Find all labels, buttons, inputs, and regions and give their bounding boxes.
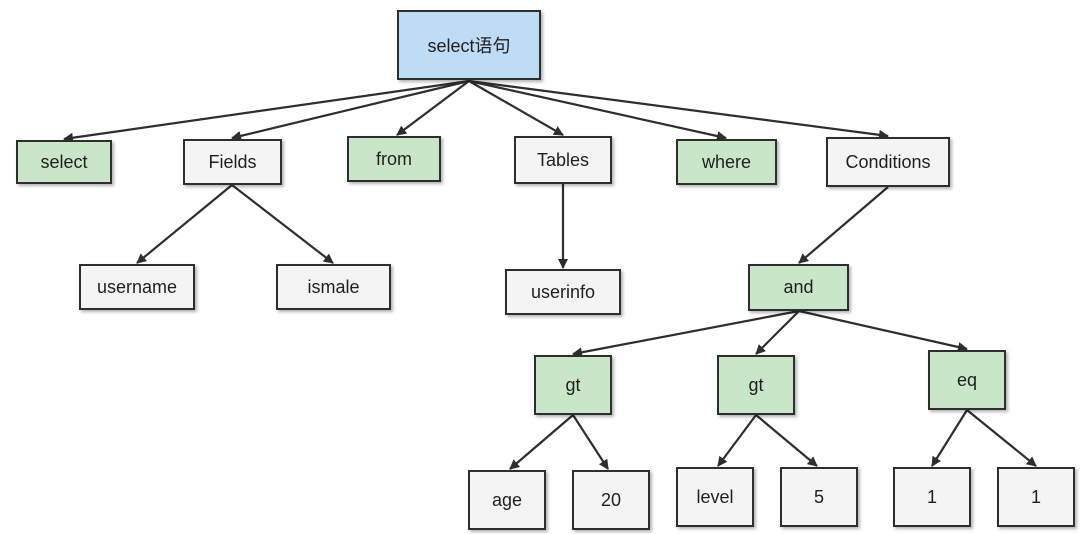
- node-operand-20-label: 20: [600, 489, 622, 510]
- node-gt-1-label: gt: [565, 374, 581, 395]
- edge-root-from: [396, 80, 470, 136]
- edge-and-gt1: [572, 309, 800, 358]
- node-operand-5-label: 5: [813, 486, 824, 507]
- node-eq-operator: eq: [928, 350, 1006, 410]
- node-operand-1-right-label: 1: [1030, 486, 1041, 507]
- edge-eq-1a: [931, 409, 968, 467]
- edge-and-gt2: [755, 310, 800, 355]
- edge-fields-username: [136, 184, 233, 264]
- node-where-keyword: where: [676, 139, 777, 185]
- edge-gt1-age: [509, 414, 574, 470]
- root-node-select-statement: select语句: [397, 10, 541, 80]
- edge-eq-1b: [966, 409, 1037, 467]
- node-where-label: where: [701, 151, 752, 172]
- node-operand-1-left: 1: [893, 467, 971, 527]
- node-operand-age-label: age: [491, 489, 523, 510]
- node-fields: Fields: [183, 139, 282, 185]
- node-table-userinfo: userinfo: [505, 269, 621, 315]
- node-table-userinfo-label: userinfo: [530, 281, 596, 302]
- node-and-label: and: [783, 277, 814, 297]
- edge-root-conditions: [468, 79, 889, 140]
- node-operand-20: 20: [572, 470, 650, 530]
- node-select-label: select: [40, 151, 88, 172]
- node-fields-label: Fields: [208, 151, 257, 172]
- node-field-username: username: [79, 264, 195, 310]
- node-eq-label: eq: [956, 369, 978, 390]
- node-operand-1-left-label: 1: [926, 486, 937, 507]
- edge-root-fields: [231, 79, 470, 141]
- node-and-operator: and: [748, 264, 849, 311]
- edge-root-tables: [468, 80, 564, 136]
- node-gt-operator-1: gt: [534, 355, 612, 415]
- node-from-keyword: from: [347, 136, 441, 182]
- node-conditions: Conditions: [826, 137, 950, 187]
- edge-root-where: [468, 79, 727, 141]
- edge-gt1-20: [572, 414, 609, 470]
- edge-root-select: [63, 79, 470, 143]
- edge-fields-ismale: [231, 184, 334, 264]
- node-tables: Tables: [514, 136, 612, 184]
- edge-conditions-and: [798, 186, 889, 264]
- edge-and-eq: [798, 309, 968, 352]
- node-gt-operator-2: gt: [717, 355, 795, 415]
- edge-gt2-5: [755, 414, 818, 467]
- node-field-ismale-label: ismale: [307, 276, 360, 297]
- edge-gt2-level: [717, 414, 757, 467]
- node-from-label: from: [376, 148, 412, 169]
- node-tables-label: Tables: [536, 149, 590, 170]
- node-operand-level: level: [676, 467, 754, 527]
- node-operand-level-label: level: [696, 486, 734, 507]
- root-node-label: select语句: [427, 36, 511, 56]
- node-operand-age: age: [468, 470, 546, 530]
- node-conditions-label: Conditions: [845, 151, 931, 172]
- node-operand-1-right: 1: [997, 467, 1075, 527]
- node-select-keyword: select: [16, 140, 112, 184]
- node-operand-5: 5: [780, 467, 858, 527]
- node-gt-2-label: gt: [748, 374, 764, 395]
- node-field-username-label: username: [96, 276, 178, 297]
- node-field-ismale: ismale: [276, 264, 391, 310]
